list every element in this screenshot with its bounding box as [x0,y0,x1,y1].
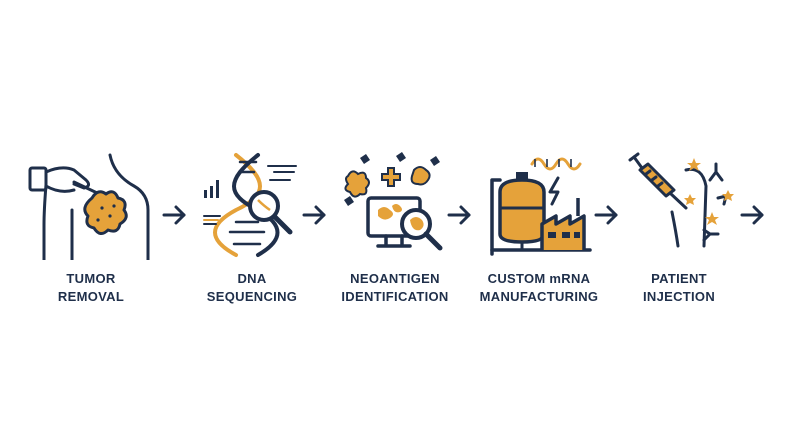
step-label-line: NEOANTIGEN [350,271,440,286]
step-label-line: IDENTIFICATION [341,289,449,304]
arrow-right-icon [447,205,471,225]
step-label-line: CUSTOM mRNA [487,271,591,286]
patient-injection-icon [628,152,734,248]
step-label-neoantigen-identification: NEOANTIGEN IDENTIFICATION [320,270,470,306]
step-label-tumor-removal: TUMOR REMOVAL [16,270,166,306]
step-label-dna-sequencing: DNA SEQUENCING [177,270,327,306]
step-label-line: DNA [237,271,267,286]
step-label-line: INJECTION [642,289,716,304]
neoantigen-identification-icon [344,152,443,251]
arrow-right-icon [302,205,326,225]
step-label-mrna-manufacturing: CUSTOM mRNA MANUFACTURING [464,270,614,306]
dna-sequencing-icon [203,153,297,257]
mrna-manufacturing-icon [490,157,592,256]
tumor-removal-icon [28,153,150,260]
step-label-line: SEQUENCING [206,289,298,304]
step-label-line: REMOVAL [57,289,125,304]
step-label-line: MANUFACTURING [479,289,599,304]
step-label-line: TUMOR [66,271,116,286]
step-label-patient-injection: PATIENT INJECTION [604,270,754,306]
step-label-line: PATIENT [651,271,707,286]
arrow-right-icon [594,205,618,225]
arrow-right-icon [740,205,764,225]
arrow-right-icon [162,205,186,225]
